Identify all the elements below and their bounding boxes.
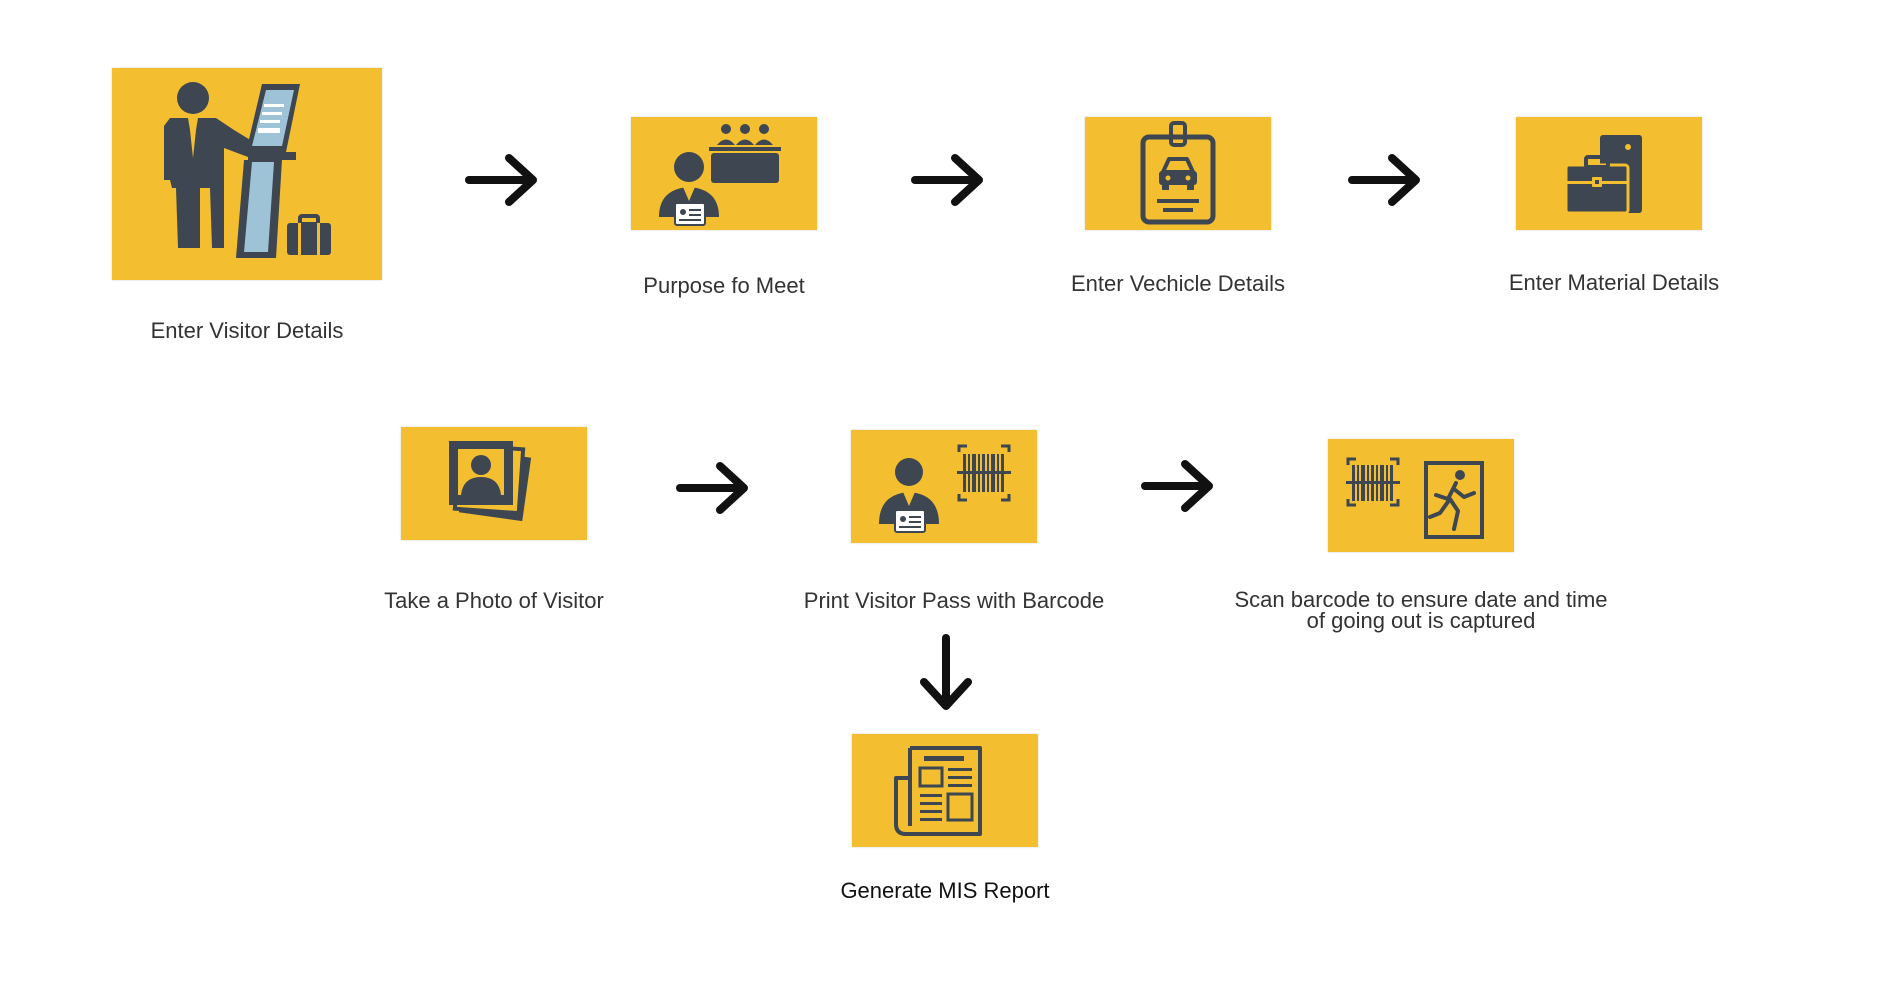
step-label-print-pass: Print Visitor Pass with Barcode (803, 588, 1105, 613)
step-label-material-details: Enter Material Details (1508, 270, 1720, 295)
step-box-take-photo (401, 427, 587, 540)
step-label-scan-barcode-line1: Scan barcode to ensure date and time (1234, 587, 1608, 612)
step-box-scan-barcode (1328, 439, 1514, 552)
vehicle-id-card-icon (1140, 121, 1216, 225)
meeting-badge-icon (659, 124, 781, 226)
step-label-vehicle-details: Enter Vechicle Details (1071, 271, 1285, 296)
step-box-print-pass (851, 430, 1037, 543)
arrow-right-icon (1348, 154, 1420, 206)
step-box-mis-report (852, 734, 1038, 847)
arrow-right-icon (676, 462, 748, 514)
arrow-right-icon (465, 154, 537, 206)
briefcase-locker-icon (1564, 135, 1642, 215)
visitor-kiosk-icon (164, 82, 331, 258)
arrow-right-icon (1141, 460, 1213, 512)
step-box-material-details (1516, 117, 1702, 230)
step-label-purpose-meet: Purpose fo Meet (643, 273, 805, 298)
step-label-take-photo: Take a Photo of Visitor (384, 588, 604, 613)
photo-stack-icon (449, 441, 532, 522)
step-label-mis-report: Generate MIS Report (840, 878, 1050, 903)
step-label-scan-barcode-line2: of going out is captured (1306, 608, 1536, 633)
step-label-visitor-details: Enter Visitor Details (150, 318, 344, 343)
arrow-right-icon (911, 154, 983, 206)
step-box-vehicle-details (1085, 117, 1271, 230)
step-box-purpose-meet (631, 117, 817, 230)
step-box-visitor-details (112, 68, 382, 280)
newspaper-report-icon (894, 746, 982, 836)
step-label-scan-barcode: Scan barcode to ensure date and time of … (1221, 587, 1621, 633)
arrow-down-icon (920, 634, 972, 710)
visitor-barcode-icon (879, 444, 1011, 533)
barcode-exit-icon (1346, 457, 1484, 539)
